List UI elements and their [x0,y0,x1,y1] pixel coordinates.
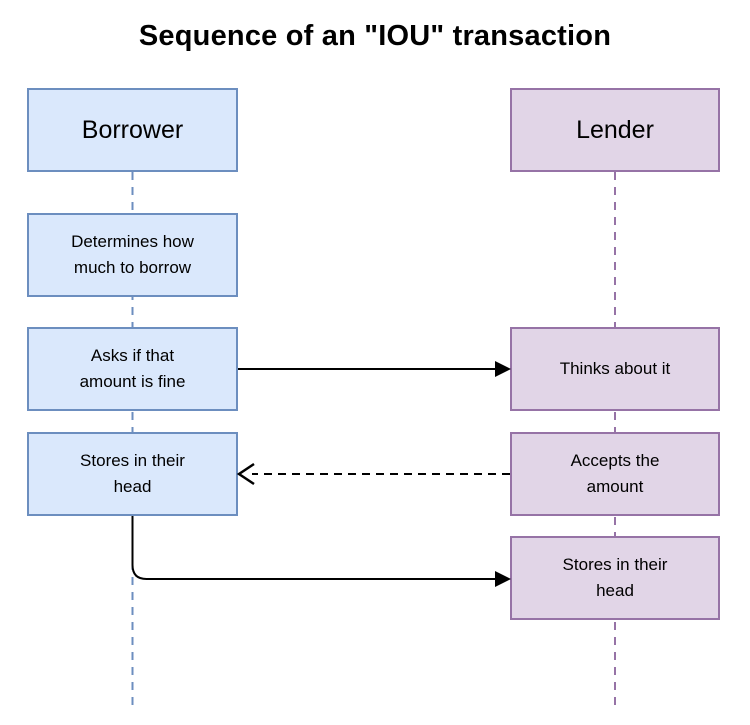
step-box-determines-amount: Determines how much to borrow [27,213,238,297]
actor-box-lender: Lender [510,88,720,172]
step-label: Accepts the amount [570,451,660,496]
actor-label-lender: Lender [576,115,654,144]
step-label: Stores in their head [80,451,185,496]
step-label: Determines how much to borrow [71,232,194,277]
step-box-accepts-amount: Accepts the amount [510,432,720,516]
step-box-asks-if-fine: Asks if that amount is fine [27,327,238,411]
step-box-thinks-about-it: Thinks about it [510,327,720,411]
step-label: Thinks about it [559,359,671,378]
step-label: Stores in their head [562,555,668,600]
actor-label-borrower: Borrower [81,115,184,144]
step-label: Asks if that amount is fine [79,346,186,391]
step-box-borrower-stores: Stores in their head [27,432,238,516]
actor-box-borrower: Borrower [27,88,238,172]
diagram-title: Sequence of an "IOU" transaction [138,20,612,52]
step-box-lender-stores: Stores in their head [510,536,720,620]
